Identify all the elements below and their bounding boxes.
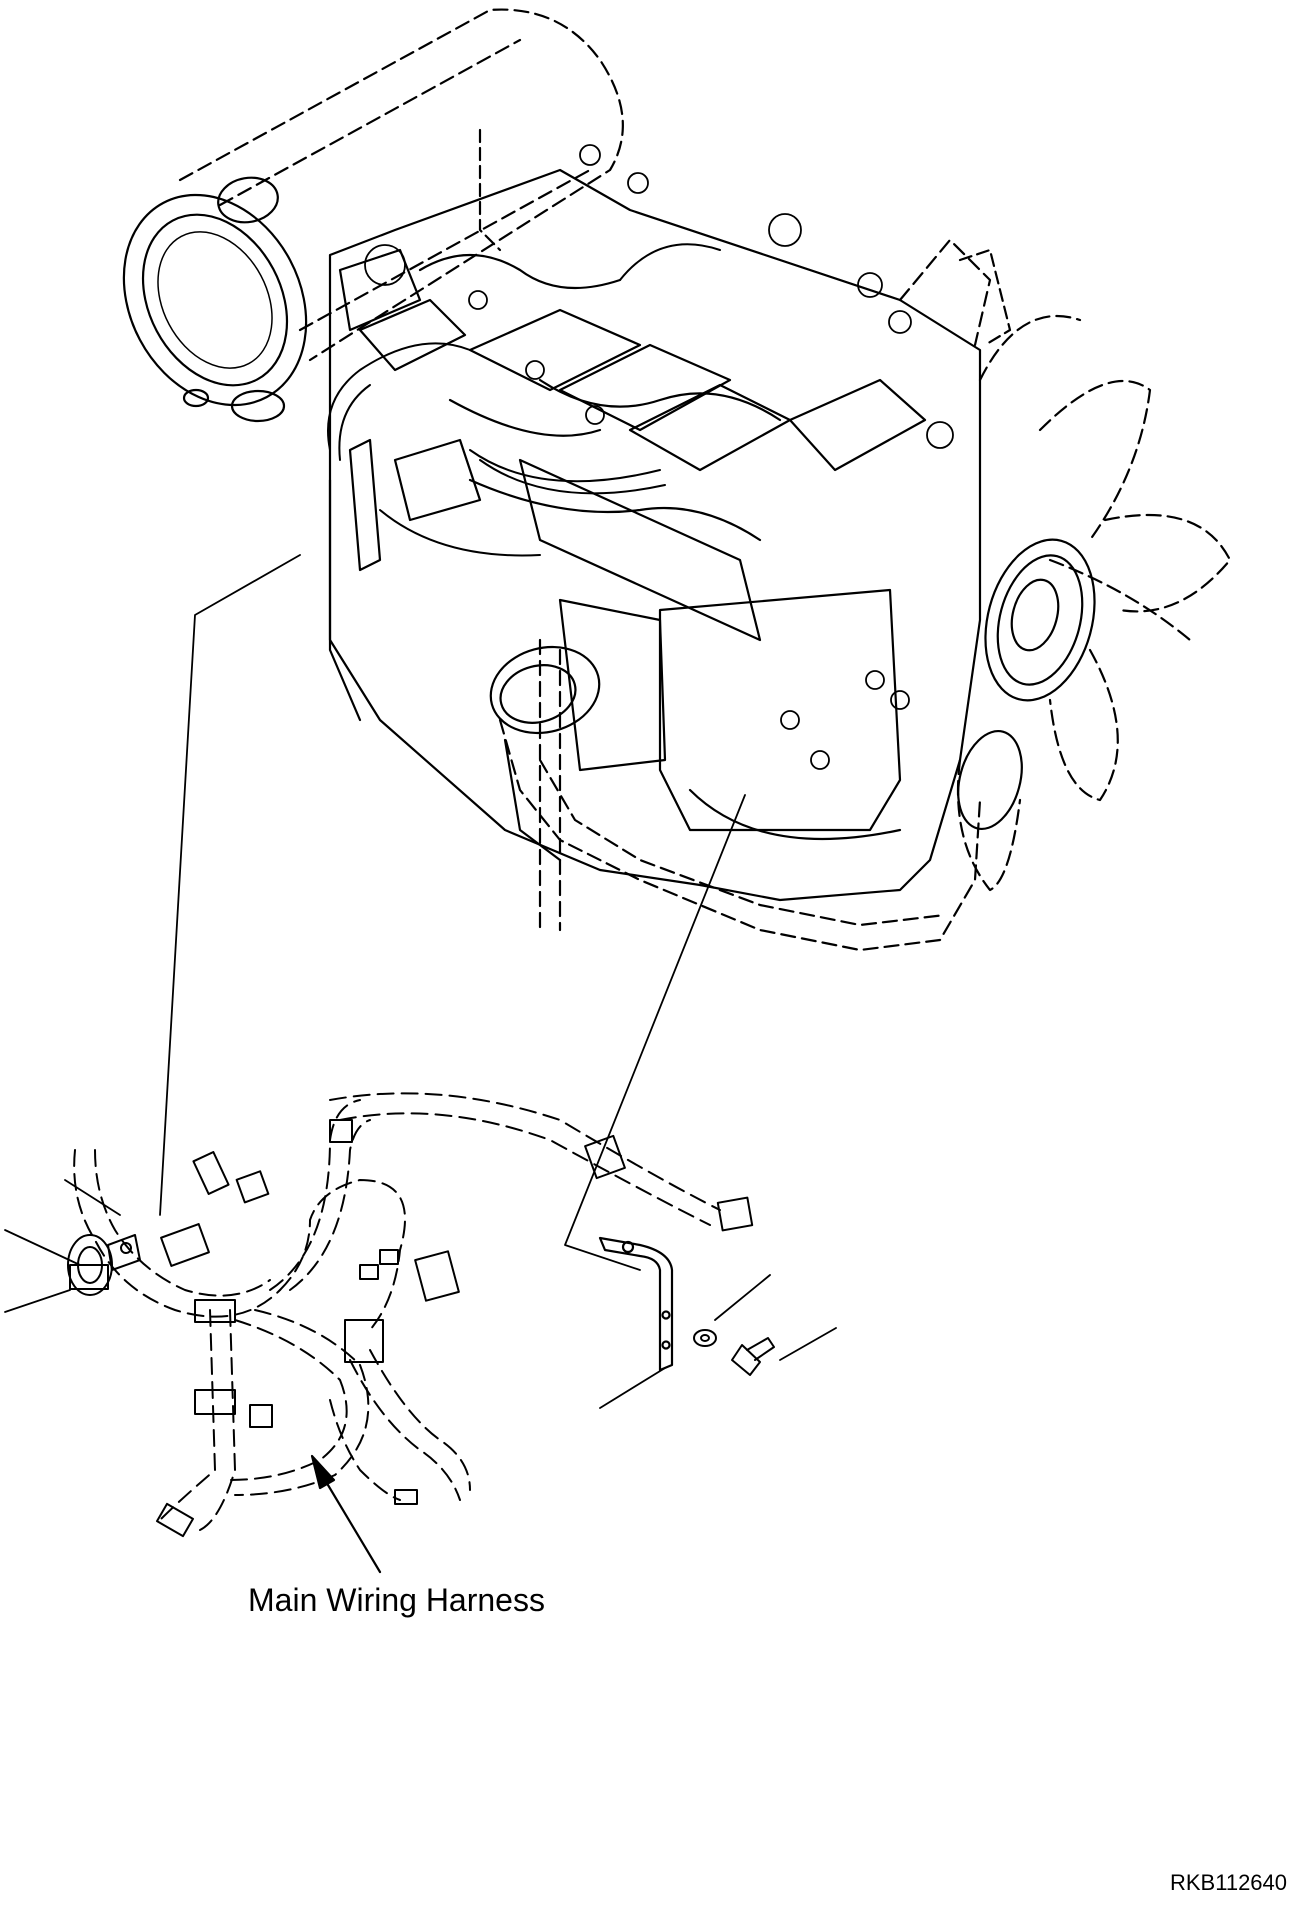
drawing-number: RKB112640	[1170, 1870, 1288, 1895]
oil-pan	[498, 238, 992, 952]
bolt	[731, 1337, 775, 1376]
cooling-fan	[956, 315, 1232, 892]
leader-callout-3	[4, 1289, 71, 1313]
engine-block	[328, 168, 982, 902]
muffler	[178, 8, 624, 362]
washer	[693, 1329, 717, 1347]
harness-bracket	[598, 1236, 674, 1372]
harness-connectors	[156, 1119, 754, 1538]
main-wiring-harness-label: Main Wiring Harness	[248, 1582, 545, 1618]
leader-lines	[4, 554, 837, 1409]
engine-bolts	[364, 144, 954, 770]
lifting-brackets	[478, 128, 1012, 347]
leader-callout-washer	[714, 1274, 771, 1321]
harness-clip	[67, 1234, 141, 1296]
oil-filter	[489, 645, 601, 735]
leader-engine-to-harness	[159, 554, 301, 1216]
leader-callout-bolt	[779, 1327, 837, 1361]
leader-bracket-to-engine	[564, 794, 746, 1271]
muffler-end	[122, 176, 308, 423]
engine-assembly	[122, 8, 1232, 952]
harness-pointer-arrow	[310, 1454, 382, 1574]
leader-callout-1	[64, 1179, 121, 1216]
engine-pipes	[327, 243, 721, 557]
leader-callout-bracket	[599, 1367, 666, 1409]
main-wiring-harness	[73, 1092, 721, 1531]
